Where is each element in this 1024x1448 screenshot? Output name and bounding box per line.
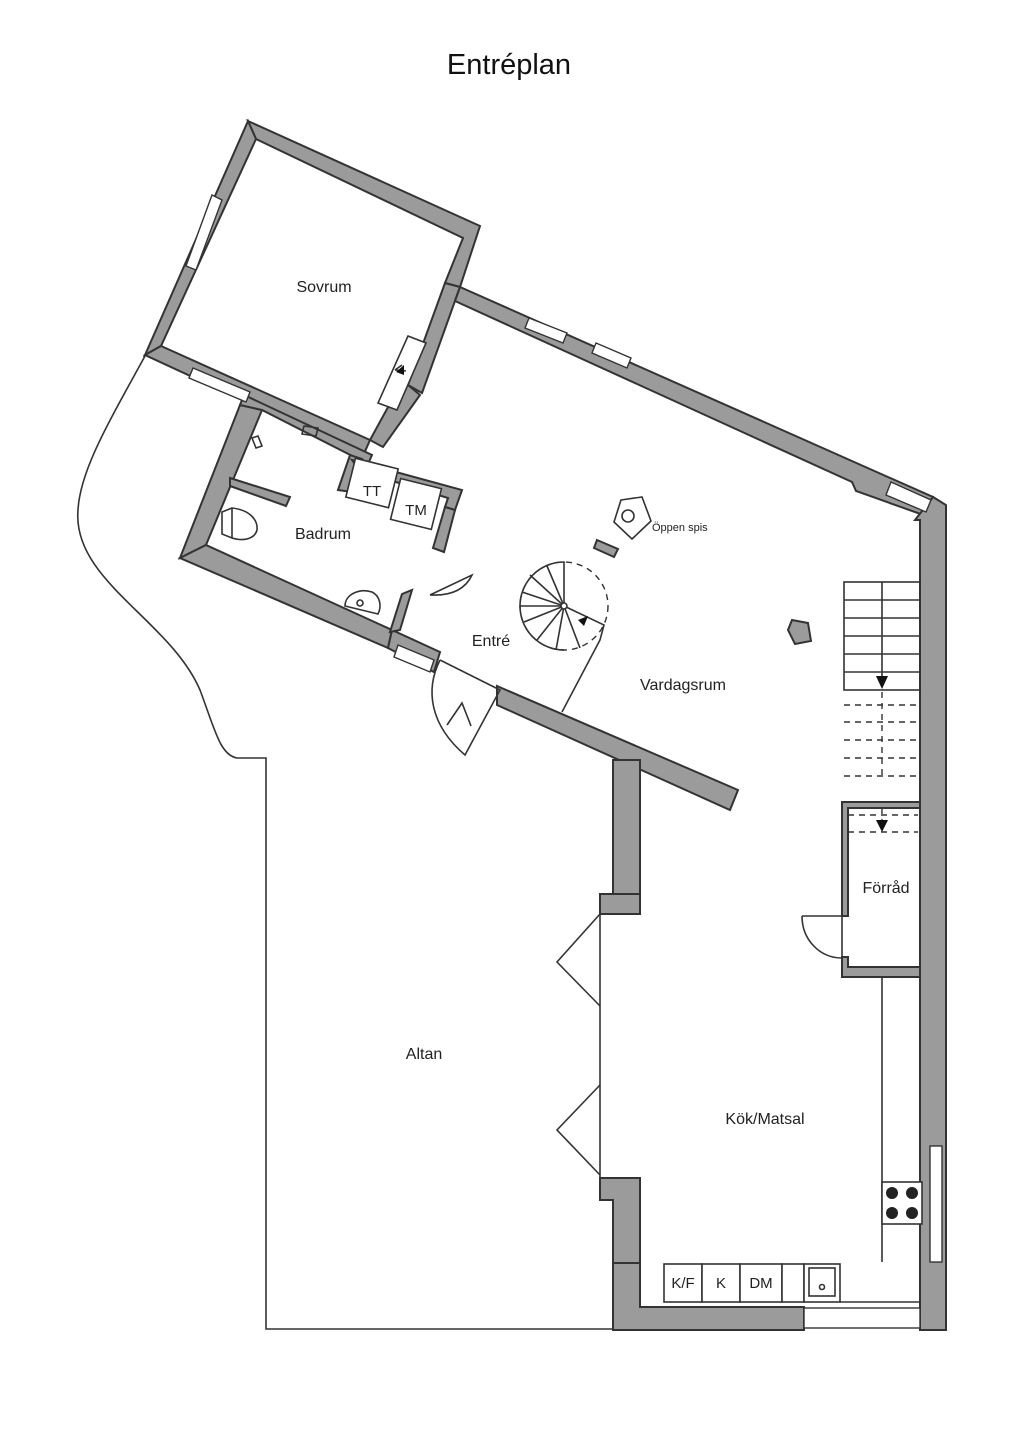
fireplace	[592, 496, 652, 559]
tm-label: TM	[405, 502, 427, 519]
room-label-altan: Altan	[406, 1046, 442, 1063]
room-label-forrad: Förråd	[862, 879, 909, 897]
forrad-door	[801, 915, 843, 959]
altan-outline	[77, 355, 615, 1330]
bathroom-fixtures	[221, 425, 381, 615]
altan-door-lower	[555, 1084, 601, 1176]
dm-label: DM	[749, 1275, 772, 1292]
entrance-door	[431, 659, 502, 757]
badrum-door	[429, 573, 474, 596]
tt-label: TT	[363, 483, 381, 500]
altan-door-upper	[555, 913, 601, 1007]
door-arrow-head	[396, 365, 404, 375]
entrance-arrow-icon	[446, 701, 472, 727]
label-oppen-spis: Öppen spis	[652, 522, 708, 534]
room-label-entre: Entré	[472, 633, 510, 650]
room-label-vardagsrum: Vardagsrum	[640, 677, 726, 694]
k-label: K	[716, 1275, 726, 1292]
walls	[142, 118, 947, 1331]
room-label-sovrum: Sovrum	[296, 279, 351, 296]
shower-head-icon	[250, 425, 319, 449]
windows	[185, 194, 943, 1329]
staircase	[843, 581, 921, 833]
plan-title: Entréplan	[447, 49, 571, 81]
kitchen-counter: K/F K DM	[663, 977, 923, 1303]
stove-icon	[881, 1181, 923, 1225]
chimney-block	[786, 618, 813, 646]
spiral-staircase	[519, 561, 609, 713]
room-label-badrum: Badrum	[295, 526, 351, 543]
toilet-icon	[221, 507, 258, 541]
kf-label: K/F	[671, 1275, 694, 1292]
laundry-appliances: TT TM	[344, 457, 443, 531]
room-label-kok: Kök/Matsal	[725, 1111, 804, 1128]
